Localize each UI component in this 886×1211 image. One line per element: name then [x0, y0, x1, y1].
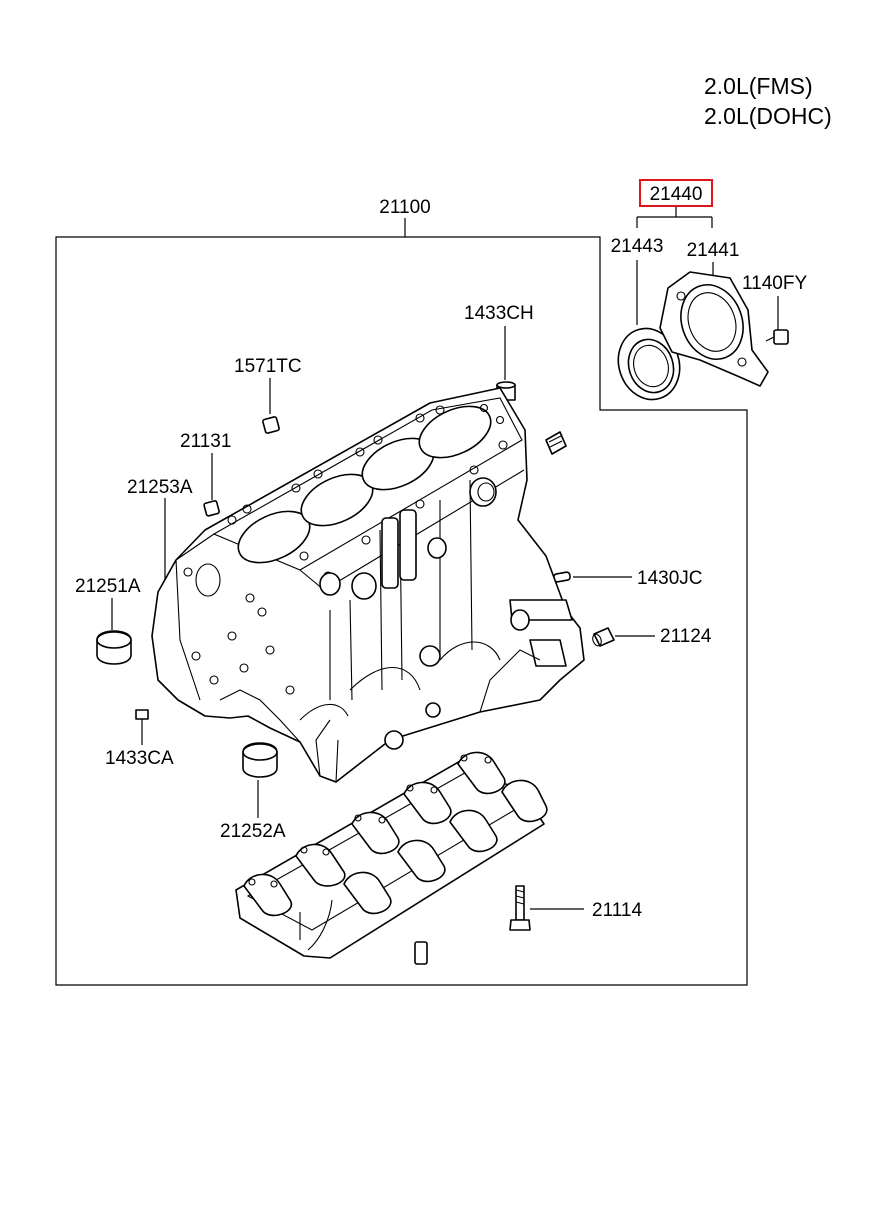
- label-21440[interactable]: 21440: [650, 184, 703, 205]
- label-21252a[interactable]: 21252A: [220, 821, 286, 842]
- label-1571tc[interactable]: 1571TC: [234, 356, 302, 377]
- label-21114[interactable]: 21114: [592, 900, 642, 921]
- label-1140fy[interactable]: 1140FY: [742, 273, 807, 294]
- engine-block-icon[interactable]: [151, 387, 585, 783]
- label-21100[interactable]: 21100: [379, 197, 430, 218]
- label-1433ch[interactable]: 1433CH: [464, 303, 534, 324]
- bearing-bedplate-icon[interactable]: [235, 751, 548, 959]
- label-21441[interactable]: 21441: [687, 240, 740, 261]
- label-21253a[interactable]: 21253A: [127, 477, 193, 498]
- assembly-frame: [55, 236, 748, 986]
- label-1433ca[interactable]: 1433CA: [105, 748, 174, 769]
- label-21251a[interactable]: 21251A: [75, 576, 141, 597]
- kit-bracket: [636, 207, 713, 228]
- label-21131[interactable]: 21131: [180, 431, 231, 452]
- sleeve-21124-icon[interactable]: [591, 627, 655, 647]
- highlight-box-21440: [639, 179, 713, 207]
- label-21443[interactable]: 21443: [611, 236, 664, 257]
- plug-21131-icon[interactable]: [203, 453, 220, 517]
- oil-seal-icon[interactable]: [609, 260, 688, 408]
- seal-case-icon[interactable]: [659, 262, 769, 387]
- label-1430jc[interactable]: 1430JC: [637, 568, 703, 589]
- cap-plug-icon: [545, 431, 567, 455]
- header-line1: 2.0L(FMS): [704, 73, 813, 99]
- pin-1430jc-icon[interactable]: [553, 571, 632, 583]
- plug-1571tc-icon[interactable]: [262, 378, 280, 434]
- bolt-21114-icon[interactable]: [509, 885, 584, 931]
- dowel-pin-icon: [414, 941, 428, 965]
- label-21124[interactable]: 21124: [660, 626, 712, 647]
- bushing-21252a-icon[interactable]: [242, 742, 278, 818]
- pin-1433ca-icon[interactable]: [135, 709, 149, 745]
- header-line2: 2.0L(DOHC): [704, 103, 832, 129]
- bushing-21251a-icon[interactable]: [96, 598, 132, 665]
- bolt-1140fy-icon[interactable]: [765, 296, 789, 345]
